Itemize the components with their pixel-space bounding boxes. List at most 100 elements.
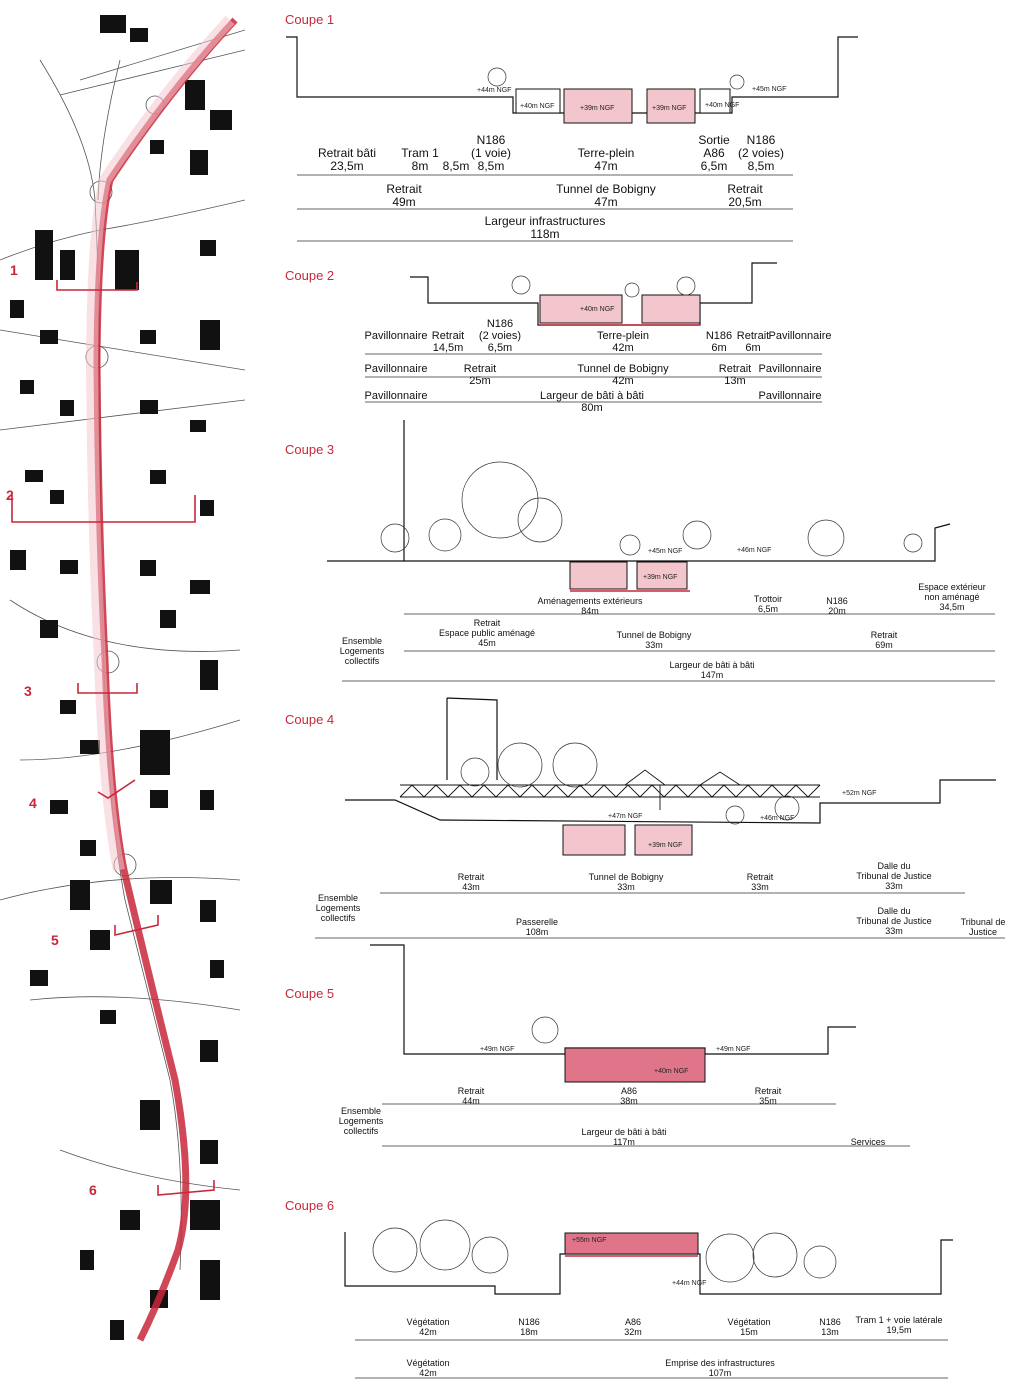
section-marker-6: 6 bbox=[89, 1182, 97, 1198]
ngf-tag: +44m NGF bbox=[672, 1280, 707, 1287]
ngf-tag: +55m NGF bbox=[572, 1237, 607, 1244]
coupe-5-tunnel bbox=[564, 1047, 706, 1083]
site-plan-map: 1 2 3 4 5 6 bbox=[0, 0, 246, 1383]
ngf-tag: +45m NGF bbox=[752, 86, 787, 93]
dimension-label: 8,5m bbox=[442, 159, 470, 173]
ngf-tag: +39m NGF bbox=[643, 574, 678, 581]
ngf-tag: +44m NGF bbox=[477, 87, 512, 94]
section-marker-3: 3 bbox=[24, 683, 32, 699]
section-marker-1: 1 bbox=[10, 262, 18, 278]
site-plan-drawing bbox=[0, 15, 246, 1342]
ngf-tag: +49m NGF bbox=[480, 1046, 515, 1053]
dimension-label: N186(2 voies)8,5m bbox=[737, 133, 785, 173]
vegetation bbox=[372, 67, 923, 1283]
coupe-2-tunnel bbox=[539, 294, 623, 324]
coupe-3-tunnel bbox=[569, 561, 628, 590]
dimension-label: N186(1 voie)8,5m bbox=[470, 133, 512, 173]
coupe-6-infra bbox=[564, 1232, 699, 1255]
dimension-label: Pavillonnaire bbox=[364, 330, 428, 342]
dimension-label: Pavillonnaire bbox=[768, 330, 832, 342]
coupe-4-title: Coupe 4 bbox=[285, 712, 335, 727]
coupe-2-title: Coupe 2 bbox=[285, 268, 335, 283]
coupe-6-title: Coupe 6 bbox=[285, 1198, 335, 1213]
section-marker-4: 4 bbox=[29, 795, 37, 811]
coupe-1-tunnel bbox=[563, 88, 633, 124]
dimension-label: Pavillonnaire bbox=[758, 390, 822, 402]
ngf-tag: +46m NGF bbox=[760, 815, 795, 822]
ngf-tag: +40m NGF bbox=[580, 306, 615, 313]
coupe-3-title: Coupe 3 bbox=[285, 442, 335, 457]
dimension-label: Services bbox=[850, 1137, 886, 1147]
ngf-tag: +45m NGF bbox=[648, 548, 683, 555]
ngf-tag: +52m NGF bbox=[842, 790, 877, 797]
ngf-tag: +46m NGF bbox=[737, 547, 772, 554]
ngf-tag: +40m NGF bbox=[520, 103, 555, 110]
section-marker-2: 2 bbox=[6, 487, 14, 503]
dimension-label: Pavillonnaire bbox=[364, 390, 428, 402]
ngf-tag: +39m NGF bbox=[580, 105, 615, 112]
dimension-label: Pavillonnaire bbox=[364, 363, 428, 375]
ngf-tag: +40m NGF bbox=[654, 1068, 689, 1075]
section-marker-5: 5 bbox=[51, 932, 59, 948]
coupe-1-title: Coupe 1 bbox=[285, 12, 335, 27]
ngf-tag: +49m NGF bbox=[716, 1046, 751, 1053]
ngf-tag: +47m NGF bbox=[608, 813, 643, 820]
coupe-4-footbridge bbox=[399, 769, 821, 810]
dimension-label: Pavillonnaire bbox=[758, 363, 822, 375]
dimension-label: N186(2 voies)6,5m bbox=[478, 318, 522, 354]
coupe-5-title: Coupe 5 bbox=[285, 986, 335, 1001]
coupe-3-profile bbox=[327, 420, 951, 562]
coupe-4-tunnel bbox=[562, 824, 626, 856]
ngf-tag: +39m NGF bbox=[648, 842, 683, 849]
coupe-4-profile bbox=[345, 697, 996, 824]
ngf-tag: +40m NGF bbox=[705, 102, 740, 109]
coupe-5-profile bbox=[370, 944, 856, 1055]
